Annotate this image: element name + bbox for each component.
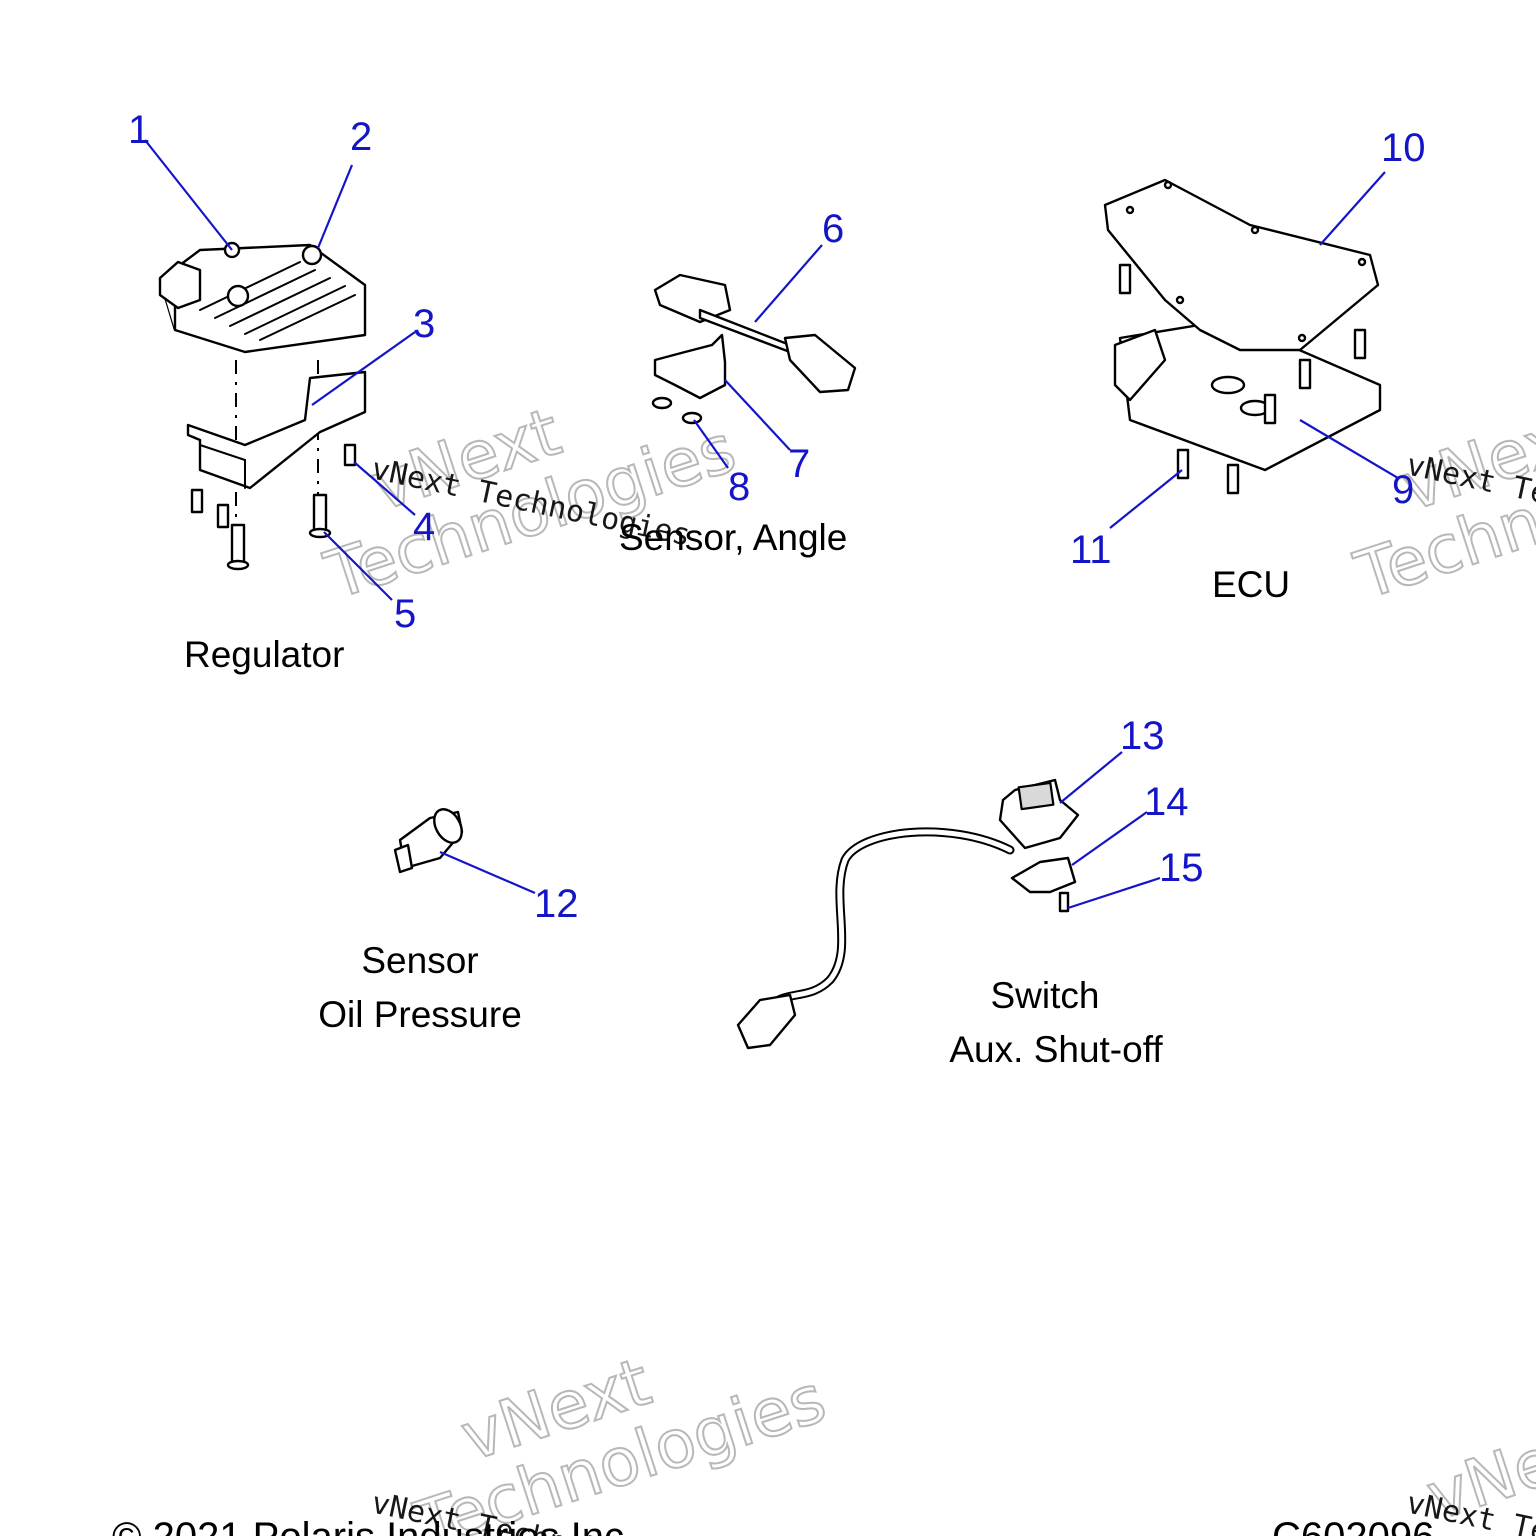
ecu-screws — [1118, 263, 1367, 495]
leader-3 — [311, 331, 416, 406]
bolt-head — [226, 559, 250, 571]
washer — [651, 396, 673, 410]
callout-4: 4 — [413, 505, 435, 549]
callout-6: 6 — [822, 207, 844, 251]
oil-pressure-sensor — [393, 808, 464, 874]
callout-numbers: 1 2 3 4 5 6 7 8 9 10 11 12 13 14 15 — [128, 108, 1426, 926]
bolt — [216, 503, 230, 529]
bolt — [230, 523, 246, 567]
switch-cable-inner — [767, 829, 1013, 1008]
leader-1 — [144, 139, 233, 251]
angle-sensor-connector — [783, 333, 857, 394]
switch-cable — [765, 827, 1015, 1010]
caption-oil-line1: Sensor — [361, 940, 478, 981]
angle-sensor-bracket — [653, 333, 727, 400]
caption-oil-line2: Oil Pressure — [318, 994, 522, 1035]
regulator-fins — [199, 261, 356, 341]
switch-clamp — [1010, 856, 1077, 894]
footer-code: C602096 — [1272, 1515, 1434, 1536]
callout-13: 13 — [1120, 714, 1165, 758]
regulator-bolts — [190, 443, 357, 571]
angle-sensor-assembly — [651, 273, 857, 425]
oil-sensor-thread — [393, 843, 414, 874]
switch-screw — [1058, 891, 1070, 913]
leader-12 — [439, 850, 536, 895]
regulator-stud — [226, 284, 250, 308]
caption-switch-line2: Aux. Shut-off — [949, 1029, 1163, 1070]
bolt — [343, 443, 357, 467]
switch-plug — [736, 993, 797, 1050]
regulator-assembly — [158, 241, 367, 571]
callout-12: 12 — [534, 882, 579, 926]
ecu-cover-holes — [1125, 180, 1367, 343]
leader-11 — [1109, 469, 1183, 529]
ecu-boss — [1210, 375, 1246, 395]
bolt — [190, 488, 204, 514]
callout-5: 5 — [394, 592, 416, 636]
bolt-head — [308, 527, 332, 539]
caption-ecu: ECU — [1212, 564, 1290, 605]
aux-switch-assembly — [736, 778, 1080, 1050]
regulator-connector — [158, 260, 202, 310]
leader-6 — [754, 244, 823, 323]
leader-5 — [323, 531, 393, 601]
bracket-edge — [199, 444, 246, 489]
leader-9 — [1299, 419, 1399, 479]
callout-15: 15 — [1159, 846, 1204, 890]
footer-copyright: © 2021 Polaris Industries Inc. — [112, 1515, 635, 1536]
leader-10 — [1319, 171, 1386, 246]
leader-14 — [1071, 811, 1148, 866]
leader-4 — [353, 461, 416, 516]
angle-sensor-body — [653, 273, 732, 324]
callout-8: 8 — [728, 465, 750, 509]
oil-sensor-cap — [433, 808, 463, 844]
ecu-cover — [1103, 178, 1380, 352]
leader-15 — [1067, 876, 1161, 910]
callout-3: 3 — [413, 302, 435, 346]
switch-button — [1017, 781, 1055, 811]
callout-14: 14 — [1144, 780, 1189, 824]
callout-7: 7 — [788, 442, 810, 486]
bolt — [312, 493, 328, 535]
leader-2 — [316, 164, 354, 249]
leader-lines — [144, 139, 1399, 910]
regulator-body — [158, 243, 367, 354]
footer: © 2021 Polaris Industries Inc. C602096 — [112, 1515, 1434, 1536]
callout-1: 1 — [128, 108, 150, 152]
regulator-bracket — [186, 370, 367, 490]
washer — [681, 411, 703, 425]
ecu-connector — [1113, 328, 1167, 402]
caption-switch-line1: Switch — [991, 975, 1100, 1016]
ecu-assembly — [1103, 178, 1382, 495]
captions: Regulator Sensor, Angle ECU Sensor Oil P… — [184, 517, 1290, 1070]
caption-regulator: Regulator — [184, 634, 344, 675]
leader-13 — [1059, 751, 1123, 804]
regulator-stud — [301, 244, 323, 266]
leader-8 — [693, 419, 729, 469]
watermark-group: vNext Technologies vNext Technologies vN… — [315, 392, 1536, 1536]
caption-sensor-angle: Sensor, Angle — [619, 517, 847, 558]
callout-9: 9 — [1392, 468, 1414, 512]
leader-7 — [724, 379, 791, 451]
callout-10: 10 — [1381, 126, 1426, 170]
callout-11: 11 — [1070, 528, 1112, 572]
callout-2: 2 — [350, 115, 372, 159]
